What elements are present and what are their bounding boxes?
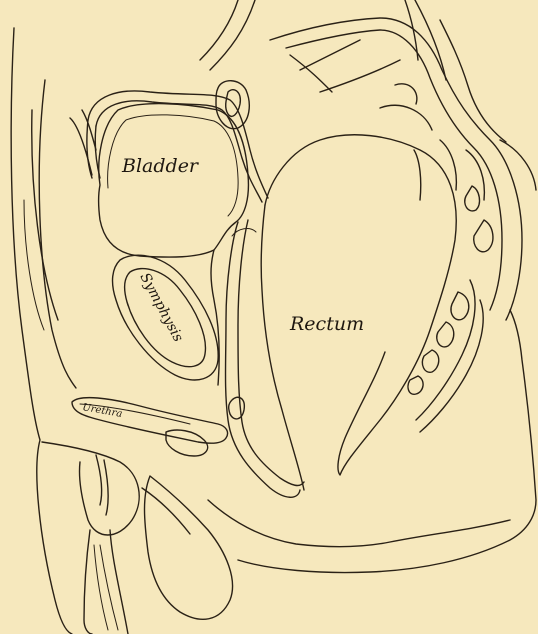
urethra: Urethra	[72, 398, 228, 444]
rectum-anterior-wall	[261, 205, 304, 490]
symphysis-label: Symphysis	[136, 270, 186, 344]
vaginal-wall	[211, 220, 304, 497]
buttock-outline	[238, 310, 536, 573]
perineum-outline	[208, 500, 510, 547]
urethra-label: Urethra	[81, 402, 123, 420]
symphysis: Symphysis	[113, 255, 219, 380]
hymen-fold	[229, 397, 245, 419]
bladder-label: Bladder	[121, 155, 200, 177]
labia	[42, 442, 233, 634]
rectum-outline	[265, 135, 456, 475]
outer-body-outline	[11, 28, 76, 634]
sacrum	[270, 0, 536, 320]
anterior-abdominal-wall	[70, 0, 255, 175]
peritoneal-layers	[87, 91, 268, 202]
rectum-label: Rectum	[289, 313, 364, 335]
